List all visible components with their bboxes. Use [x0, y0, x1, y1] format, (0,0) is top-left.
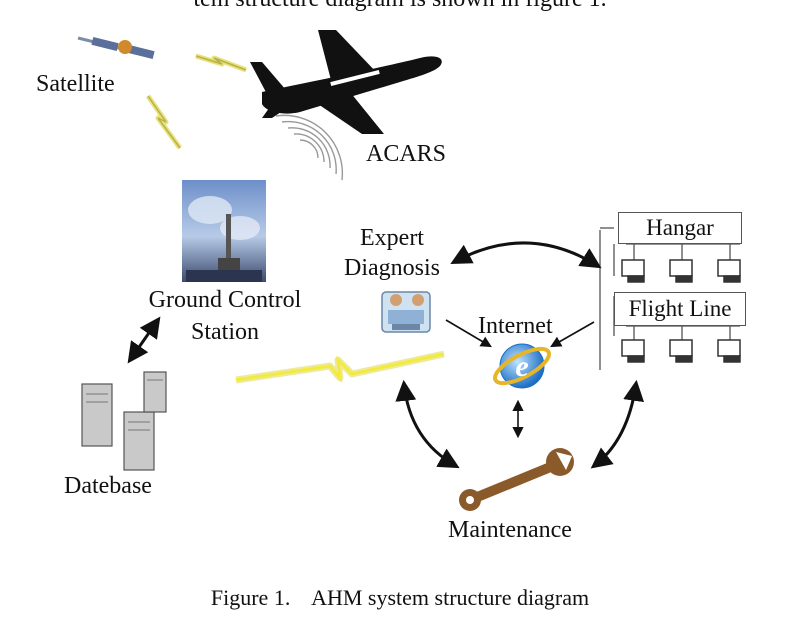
- label-hangar: Hangar: [618, 212, 742, 244]
- workstation-icon: [621, 259, 741, 363]
- header-text-fragment: tem structure diagram is shown in figure…: [0, 0, 800, 13]
- label-maintenance: Maintenance: [448, 517, 572, 543]
- label-ground-control-line2: Station: [190, 319, 259, 345]
- ground-station-photo: [182, 180, 266, 282]
- svg-text:e: e: [515, 350, 528, 383]
- airplane-icon: [250, 30, 442, 134]
- arrow-flightline-maintenance: [590, 379, 645, 469]
- arrow-ground-database: [127, 316, 161, 364]
- internet-globe-icon: e: [493, 343, 551, 389]
- satellite-icon: [77, 36, 155, 60]
- label-satellite: Satellite: [36, 71, 115, 97]
- arrow-expert-maintenance: [395, 379, 460, 469]
- arrow-expert-hangar: [450, 241, 602, 269]
- label-internet: Internet: [478, 313, 553, 339]
- wireless-link-satellite-plane: [195, 53, 247, 73]
- label-expert-line1: Expert: [360, 225, 424, 251]
- maintenance-wrench-icon: [459, 448, 574, 511]
- wireless-link-ground-expert: [235, 350, 445, 384]
- label-expert-line2: Diagnosis: [344, 255, 440, 281]
- label-database: Datebase: [64, 473, 152, 499]
- label-ground-control-line1: Ground Control: [148, 287, 302, 313]
- label-flight-line: Flight Line: [614, 292, 746, 326]
- arrow-expert-internet: [445, 319, 492, 348]
- wireless-link-satellite-ground: [145, 94, 183, 150]
- figure-caption: Figure 1. AHM system structure diagram: [210, 585, 590, 610]
- database-servers-icon: [81, 371, 167, 471]
- radio-waves-icon: [275, 114, 344, 181]
- expert-diagnosis-icon: [381, 291, 431, 333]
- label-acars: ACARS: [366, 141, 447, 167]
- arrow-hangar-internet: [550, 321, 595, 348]
